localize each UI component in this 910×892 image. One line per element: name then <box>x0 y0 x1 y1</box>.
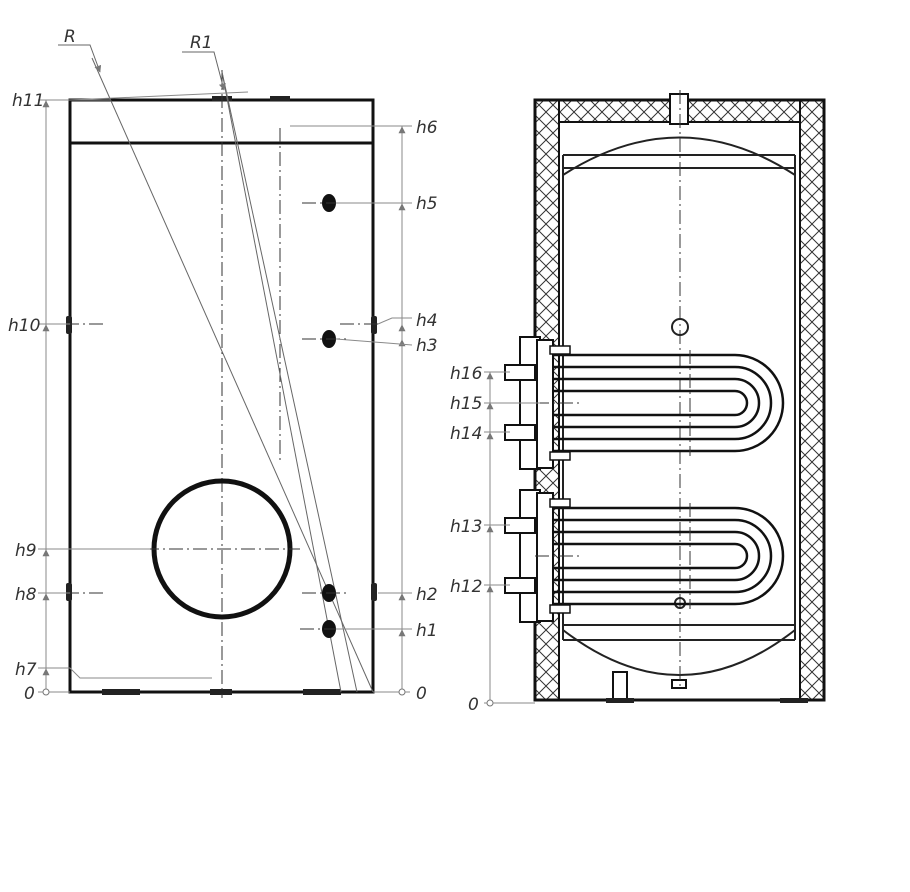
ext-h7 <box>38 667 212 679</box>
label-h14: h14 <box>450 424 482 444</box>
radius-line-r1-b <box>221 71 358 693</box>
foot-section-right <box>780 698 808 703</box>
foot-center <box>210 689 232 695</box>
ext-h4 <box>377 317 412 325</box>
label-h1: h1 <box>416 621 438 641</box>
label-h2: h2 <box>416 585 438 605</box>
side-stud-left-lower <box>66 583 72 601</box>
radius-leader-r1 <box>182 51 226 91</box>
label-h10: h10 <box>8 316 40 336</box>
front-view: R R1 h11 h10 h <box>8 27 438 704</box>
upper-coil-bolt-top <box>549 345 571 355</box>
top-outlet-pipe <box>669 93 689 125</box>
label-zero-right: 0 <box>416 684 427 704</box>
lower-coil-bolt-top <box>549 498 571 508</box>
inner-tank-top-head <box>562 136 796 176</box>
upper-coil-flange-plate <box>536 339 554 469</box>
label-h16: h16 <box>450 364 483 384</box>
side-stud-right-lower <box>371 583 377 601</box>
label-h5: h5 <box>416 194 438 214</box>
upper-heating-coil <box>553 353 785 453</box>
lower-coil-flange-plate <box>536 492 554 622</box>
insulation-right <box>799 99 825 701</box>
foot-right <box>303 689 341 695</box>
label-h4: h4 <box>416 311 438 331</box>
label-h8: h8 <box>15 585 37 605</box>
label-h7: h7 <box>15 660 37 680</box>
radius-label-r1: R1 <box>190 33 213 53</box>
zero-point-right <box>398 688 406 696</box>
upper-coil-bolt-bottom <box>549 451 571 461</box>
label-h15: h15 <box>450 394 482 414</box>
ext-top-h11 <box>69 91 249 101</box>
ext-h3 <box>335 338 413 346</box>
radius-leader-r <box>58 44 102 73</box>
top-connector-right <box>270 96 290 101</box>
lower-heating-coil <box>553 506 785 606</box>
zero-point-section <box>486 699 494 707</box>
foot-left <box>102 689 140 695</box>
section-view: h16 h15 h14 h13 h12 0 <box>450 90 826 715</box>
label-h11: h11 <box>12 91 44 111</box>
side-stud-left-upper <box>66 316 72 334</box>
label-h13: h13 <box>450 517 482 537</box>
inner-tank-bottom-head <box>562 629 796 676</box>
label-zero-section: 0 <box>468 695 479 715</box>
radius-line-r1 <box>221 71 342 693</box>
zero-point-left <box>42 688 50 696</box>
label-zero-left: 0 <box>24 684 35 704</box>
lower-coil-bolt-bottom <box>549 604 571 614</box>
bottom-nipple <box>671 679 687 689</box>
foot-section-left <box>606 698 634 703</box>
bottom-drain-pipe <box>612 671 628 701</box>
radius-label-r: R <box>64 27 76 47</box>
label-h3: h3 <box>416 336 438 356</box>
label-h12: h12 <box>450 577 482 597</box>
sensor-port <box>671 318 689 336</box>
label-h9: h9 <box>15 541 37 561</box>
side-stud-right-upper <box>371 316 377 334</box>
label-h6: h6 <box>416 118 438 138</box>
